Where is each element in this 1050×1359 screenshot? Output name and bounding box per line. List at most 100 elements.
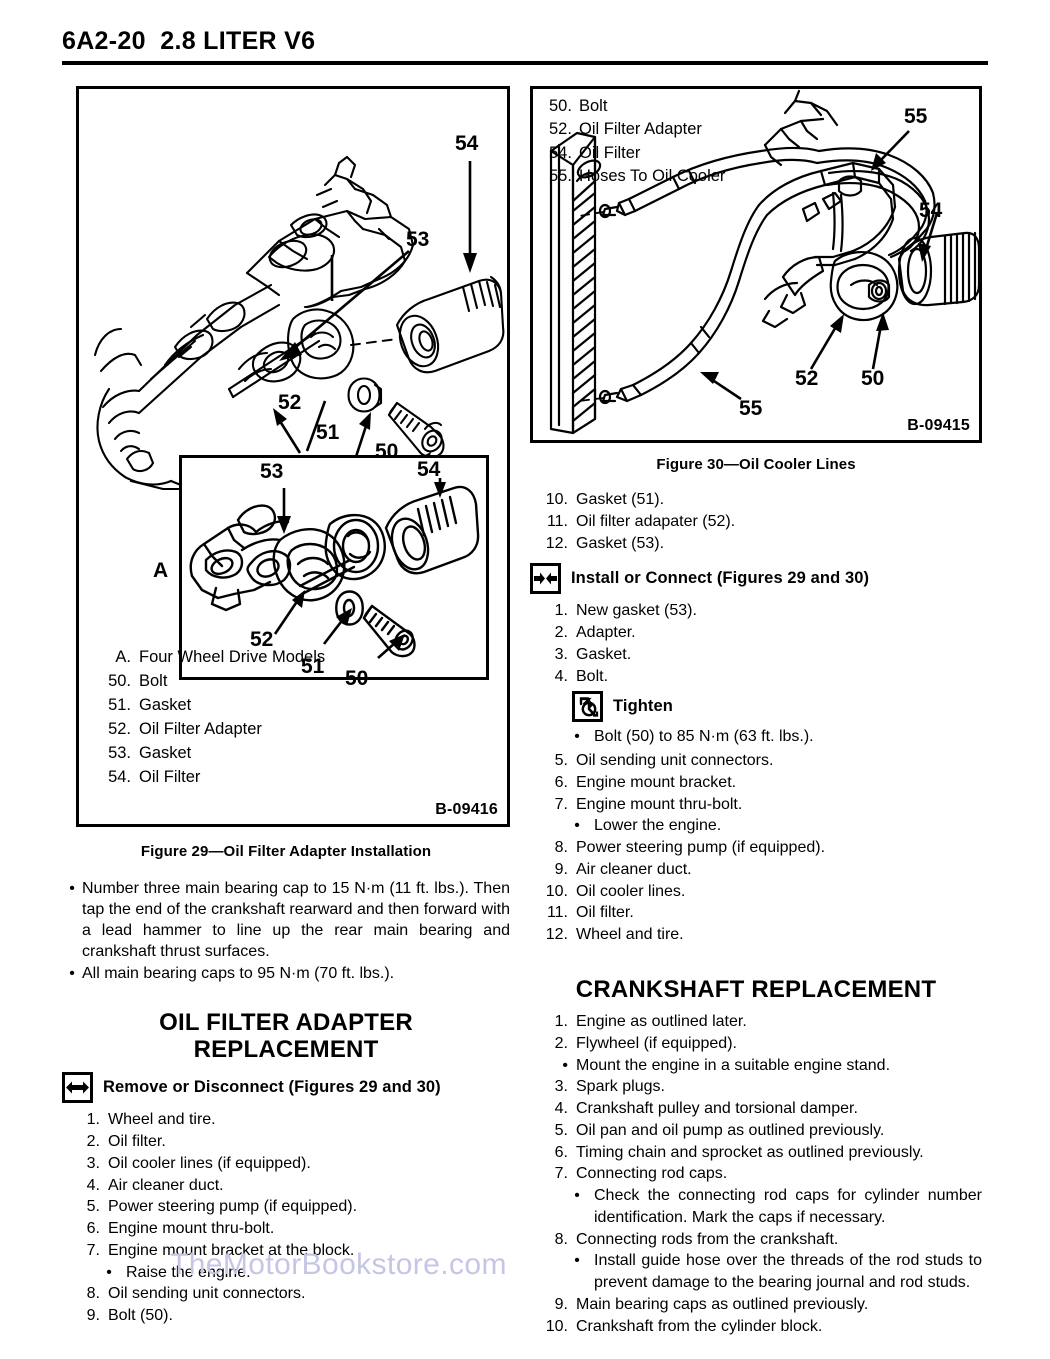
item-number: 6. (554, 1143, 568, 1161)
legend-label: Bolt (579, 97, 608, 115)
legend-number: 51. (108, 696, 131, 715)
item-number: 4. (554, 1100, 568, 1118)
item-text: Gasket (53). (576, 534, 665, 552)
item-text: Oil filter. (576, 904, 634, 922)
item-number: 8. (86, 1285, 100, 1303)
list-item: 3.Spark plugs. (530, 1076, 982, 1098)
item-text: Engine mount bracket at the block. (108, 1241, 355, 1259)
page-header: 6A2-20 2.8 LITER V6 (62, 27, 988, 65)
legend-number: 52. (549, 120, 572, 139)
list-item: 5.Oil sending unit connectors. (530, 750, 982, 772)
item-number: 8. (554, 839, 568, 856)
list-item-sub: •Install guide hose over the threads of … (530, 1250, 982, 1294)
item-text: Oil pan and oil pump as outlined previou… (576, 1121, 885, 1139)
item-number: 3. (86, 1154, 100, 1172)
legend-row: 53. Gasket (95, 742, 325, 766)
figure-29-callout-53a: 53 (406, 228, 430, 251)
figure-29-callout-54a: 54 (455, 132, 479, 155)
item-number: 3. (554, 645, 568, 663)
item-number: 5. (554, 1121, 568, 1139)
list-item: 6.Engine mount bracket. (530, 772, 982, 794)
item-text: Engine mount thru-bolt. (576, 795, 743, 813)
item-number: 10. (545, 1317, 568, 1335)
list-item: 12.Gasket (53). (530, 533, 982, 555)
remove-steps-list: 1.Wheel and tire. 2.Oil filter. 3.Oil co… (62, 1109, 510, 1327)
figure-29-callout-52b: 52 (250, 628, 274, 651)
legend-number: 54. (108, 768, 131, 787)
figure-29-callout-50b: 50 (345, 667, 369, 690)
item-text: Flywheel (if equipped). (576, 1034, 737, 1052)
install-steps-continued-list: 5.Oil sending unit connectors. 6.Engine … (530, 750, 982, 946)
header-rule (62, 60, 988, 65)
legend-label: Oil Filter Adapter (139, 720, 262, 739)
legend-row: 52. Oil Filter Adapter (549, 118, 725, 141)
remove-or-disconnect-heading: Remove or Disconnect (Figures 29 and 30) (62, 1072, 510, 1104)
list-item: 9.Bolt (50). (62, 1305, 510, 1327)
item-text: Adapter. (576, 624, 636, 641)
figure-30-illustration (549, 89, 979, 435)
item-text: Gasket (51). (576, 491, 665, 508)
item-text: Raise the engine. (126, 1263, 251, 1281)
item-text: Check the connecting rod caps for cylind… (594, 1187, 982, 1226)
legend-row: 51. Gasket (95, 694, 325, 718)
list-item: 10.Oil cooler lines. (530, 881, 982, 903)
legend-label: Gasket (139, 696, 192, 715)
figure-30-callout-50: 50 (861, 367, 885, 390)
legend-label: Oil Filter (579, 143, 641, 162)
figure-29-legend: A. Four Wheel Drive Models 50. Bolt 51. … (95, 646, 325, 790)
item-number: 6. (86, 1220, 100, 1238)
item-text: Engine mount bracket. (576, 773, 737, 791)
tighten-heading: Tighten (572, 691, 982, 723)
figure-30-caption: Figure 30—Oil Cooler Lines (656, 456, 856, 473)
list-item: 1. New gasket (53). (530, 600, 982, 622)
section-title-oil-filter-adapter: OIL FILTER ADAPTER REPLACEMENT (62, 1009, 510, 1064)
item-text: Air cleaner duct. (576, 860, 692, 878)
item-text: New gasket (53). (576, 602, 697, 620)
figure-30-callout-52: 52 (795, 367, 819, 390)
list-item: 4.Bolt. (530, 666, 982, 688)
item-number: 4. (554, 667, 568, 685)
figure-30: 50. Bolt 52. Oil Filter Adapter 54. Oil … (530, 86, 982, 443)
item-text: Engine mount thru-bolt. (108, 1220, 275, 1238)
legend-number: 54. (549, 143, 572, 162)
install-steps-list: 1.New gasket (53). 2.Adapter. 3.Gasket. … (530, 600, 982, 687)
legend-row: 54. Oil Filter (549, 142, 725, 165)
item-number: 4. (86, 1176, 100, 1194)
section-title-line-2: REPLACEMENT (193, 1035, 379, 1063)
legend-label: Oil Filter Adapter (579, 120, 702, 139)
item-text: Oil cooler lines. (576, 882, 686, 900)
bullet-dot: • (574, 817, 580, 835)
list-item: 2.Flywheel (if equipped). (530, 1033, 982, 1055)
legend-label: Hoses To Oil Cooler (579, 167, 726, 186)
item-number: 9. (554, 860, 568, 878)
list-item: 2.Oil filter. (62, 1131, 510, 1153)
list-item: 11. Oil filter adapater (52). (530, 511, 982, 533)
figure-29-inset-illustration (189, 478, 480, 659)
torque-wrench-icon (572, 691, 603, 723)
bullet-dot: • (574, 1187, 580, 1205)
list-item: 8.Power steering pump (if equipped). (530, 837, 982, 859)
tighten-bullet-list: •Bolt (50) to 85 N·m (63 ft. lbs.). (530, 726, 982, 748)
legend-label: Bolt (139, 672, 168, 691)
figure-29-callout-51a: 51 (316, 421, 340, 444)
legend-label: Four Wheel Drive Models (139, 648, 326, 667)
arrows-inward-icon (530, 563, 561, 595)
figure-29-callout-50a: 50 (375, 440, 399, 463)
list-item: 6. Engine mount thru-bolt. (62, 1218, 510, 1240)
item-text: Connecting rod caps. (576, 1165, 728, 1183)
figure-29: 54 53 52 51 50 A (76, 86, 510, 827)
list-item: 6.Timing chain and sprocket as outlined … (530, 1142, 982, 1164)
list-item: 7.Engine mount thru-bolt. (530, 794, 982, 816)
item-number: 11. (546, 512, 568, 530)
item-text: Crankshaft from the cylinder block. (576, 1317, 823, 1335)
legend-number: A. (115, 648, 131, 667)
list-item: 12.Wheel and tire. (530, 924, 982, 946)
right-column: 50. Bolt 52. Oil Filter Adapter 54. Oil … (530, 86, 982, 1337)
item-text: Main bearing caps as outlined previously… (576, 1295, 869, 1313)
list-item: 3.Gasket. (530, 644, 982, 666)
item-text: Oil filter adapater (52). (576, 512, 736, 530)
legend-row: 50. Bolt (549, 95, 725, 118)
item-number: 1. (554, 602, 568, 620)
item-text: Spark plugs. (576, 1078, 665, 1096)
item-text: Oil cooler lines (if equipped). (108, 1154, 311, 1172)
